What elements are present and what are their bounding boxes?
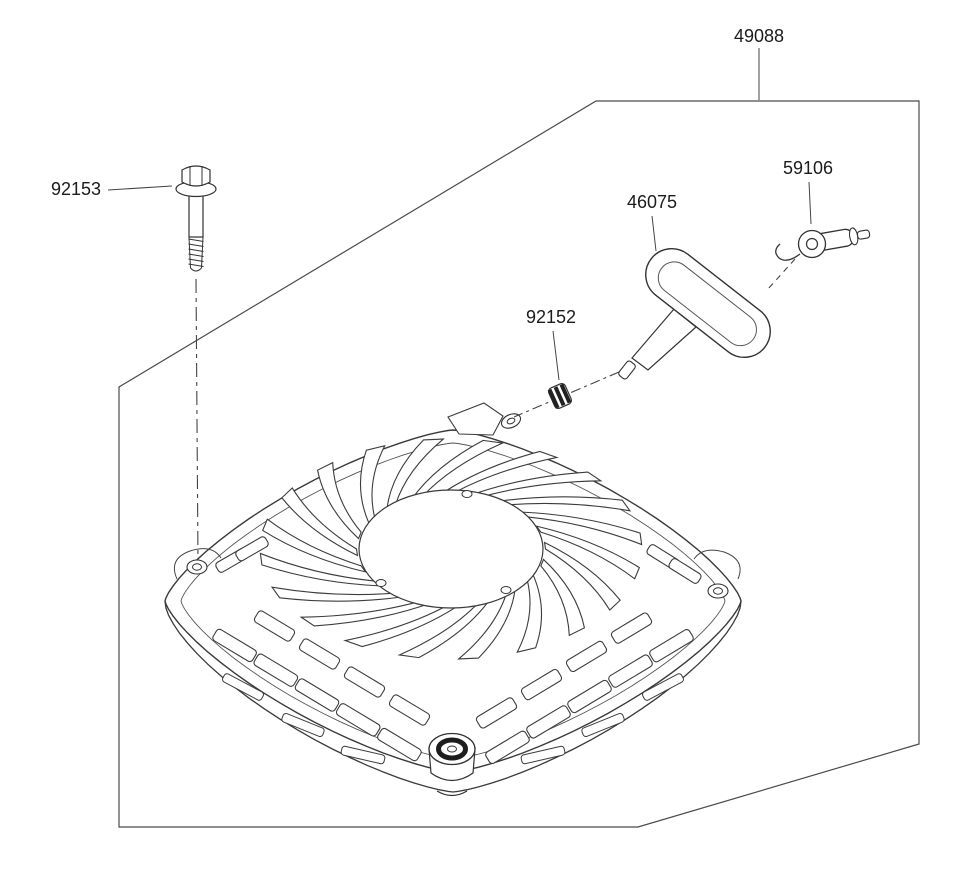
leader-line-bolt <box>107 185 173 191</box>
louver-slot <box>608 654 653 688</box>
louver-slot <box>475 697 518 729</box>
grip-shaft <box>618 360 636 380</box>
boss-center-hole <box>447 745 457 753</box>
part-label-bolt: 92153 <box>51 179 101 199</box>
rope-guide-hole <box>506 417 516 425</box>
bolt-head <box>181 165 211 187</box>
louver-slot <box>235 536 269 562</box>
labels: 49088 92153 46075 59106 92152 <box>51 26 833 381</box>
skirt-louver-slot <box>340 745 386 765</box>
disc-screw-hole <box>500 586 512 594</box>
louver-slot <box>335 703 381 737</box>
louver-slot <box>668 558 702 584</box>
knob-stub <box>856 229 871 240</box>
part-label-grip: 46075 <box>627 192 677 212</box>
left-ear-hole <box>192 563 202 571</box>
part-label-knob: 59106 <box>783 158 833 178</box>
leader-line-grip <box>651 215 657 252</box>
bolt-centerline <box>195 278 199 563</box>
bushing-rib <box>553 386 566 407</box>
leader-line-bushing <box>552 330 560 381</box>
louver-slot <box>253 653 299 687</box>
boss-foot <box>436 790 468 797</box>
leader-line-knob <box>808 181 812 225</box>
louver-slot <box>610 612 653 644</box>
louver-slot <box>294 678 340 712</box>
rope-bushing-92152 <box>547 382 573 410</box>
top-tab <box>447 402 504 436</box>
part-label-bushing: 92152 <box>526 307 576 327</box>
louver-slot <box>565 640 608 673</box>
bushing-rib <box>559 383 572 404</box>
assembly-frame <box>118 100 920 828</box>
disc-screw-hole <box>375 579 387 587</box>
starter-grip-46075 <box>618 247 771 380</box>
grip-bar <box>645 247 771 359</box>
louver-slot <box>520 668 563 701</box>
louver-slot <box>253 610 296 642</box>
left-ear <box>173 548 222 580</box>
skirt-louver-slot <box>520 745 566 765</box>
rope-guide-boss <box>500 413 522 429</box>
louver-slot <box>526 705 571 739</box>
starter-cover <box>164 402 742 797</box>
louver-slot <box>343 666 386 698</box>
grip-shaft-tip <box>618 360 636 380</box>
fan-center-disc <box>358 489 544 609</box>
skirt-louver-slot <box>642 673 684 701</box>
louver-slot <box>649 629 694 663</box>
bolt-shaft <box>188 193 204 238</box>
knob-rope-dashes <box>767 258 796 290</box>
knob-tail <box>775 243 801 261</box>
grip-bar-contour <box>657 261 757 347</box>
bolt-92153 <box>175 165 217 563</box>
louver-slot <box>298 638 341 670</box>
bolt-threads <box>188 236 204 272</box>
skirt-louver-slot <box>281 712 325 738</box>
disc-screw-hole <box>461 490 473 498</box>
rope-knob-59106 <box>767 227 871 290</box>
knob-eye-hole <box>805 237 819 251</box>
bushing-rib <box>547 388 560 409</box>
skirt-louver-slot <box>581 712 625 738</box>
louver-slot <box>567 679 612 714</box>
louver-slot <box>485 730 530 764</box>
grip-bar-body <box>645 247 771 359</box>
louver-slot <box>212 628 257 663</box>
louver-slot <box>377 727 422 762</box>
part-label-assembly: 49088 <box>734 26 784 46</box>
rope-outlet-boss <box>428 732 476 797</box>
louver-vents <box>212 536 702 765</box>
right-ear <box>693 549 741 580</box>
skirt-louver-slot <box>222 673 264 701</box>
boss-dark-ring <box>436 737 468 761</box>
right-ear-hole <box>713 587 723 595</box>
louver-slot <box>388 694 431 726</box>
